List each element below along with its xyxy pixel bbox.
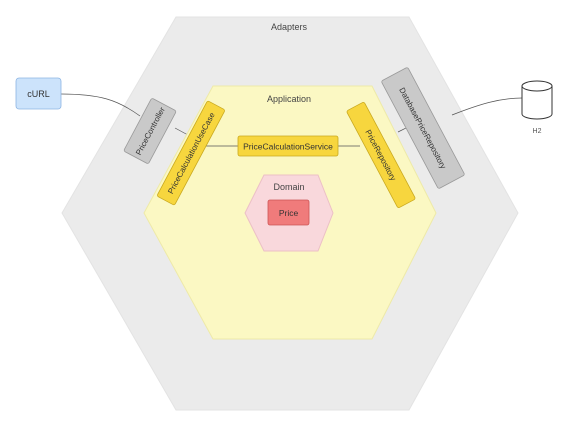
price-calculation-service-box[interactable] — [237, 135, 339, 157]
curl-client-label: cURL — [27, 89, 50, 99]
price-calculation-usecase-box[interactable] — [157, 100, 225, 206]
application-label: Application — [267, 94, 311, 104]
price-calculation-service-label: PriceCalculationService — [243, 142, 333, 152]
connector-adapter-database — [451, 97, 523, 116]
connector-controller-usecase — [174, 127, 189, 136]
price-entity-box[interactable] — [267, 199, 310, 226]
connector-curl-controller — [60, 93, 141, 117]
price-repository-box[interactable] — [346, 102, 416, 209]
price-entity-label: Price — [279, 208, 299, 218]
price-controller-box[interactable] — [123, 98, 177, 164]
adapters-label: Adapters — [271, 22, 308, 32]
database-icon[interactable] — [521, 80, 553, 120]
database-price-repository-box[interactable] — [381, 67, 465, 189]
curl-client-box[interactable] — [15, 77, 62, 110]
database-label: H2 — [533, 128, 542, 135]
domain-label: Domain — [273, 182, 304, 192]
price-controller-group: PriceController — [123, 98, 177, 164]
